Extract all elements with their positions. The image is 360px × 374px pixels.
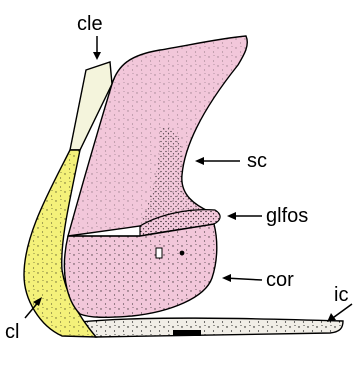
label-sc: sc bbox=[247, 150, 267, 172]
scale-bar bbox=[173, 330, 201, 336]
coracoid-stipple bbox=[64, 224, 216, 317]
label-cl: cl bbox=[5, 321, 19, 343]
coracoid-foramen bbox=[180, 251, 185, 256]
interclavicle-stipple bbox=[80, 318, 343, 337]
label-glfos: glfos bbox=[266, 205, 308, 227]
scapula-light-stipple bbox=[68, 36, 247, 236]
label-ic: ic bbox=[334, 284, 348, 306]
label-cle: cle bbox=[77, 13, 103, 35]
coracoid-process-mark bbox=[156, 248, 162, 258]
label-cor: cor bbox=[266, 269, 294, 291]
